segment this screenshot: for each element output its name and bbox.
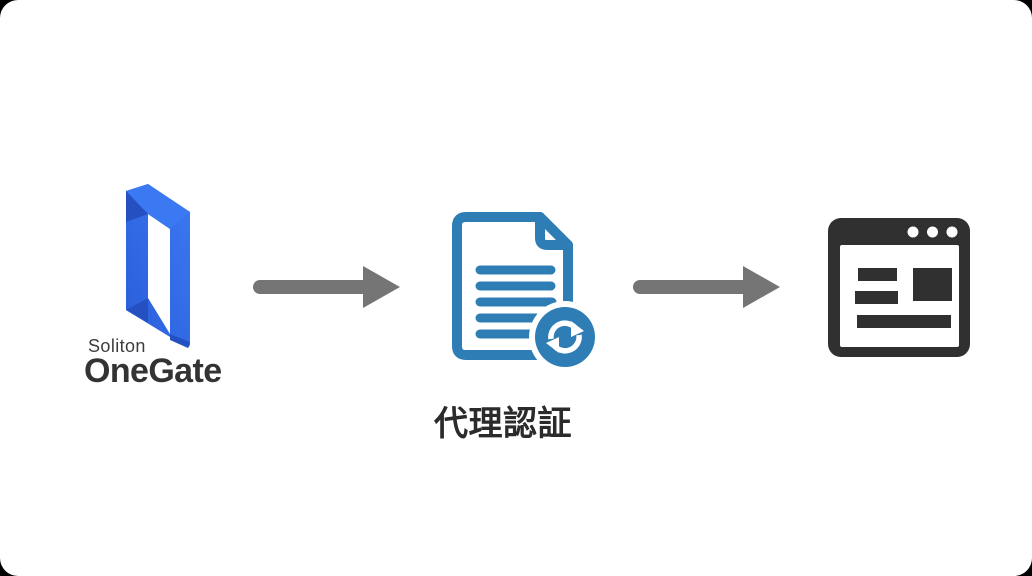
proxy-auth-label: 代理認証 [434,405,572,443]
logo-product-text: OneGate [84,352,222,390]
sync-badge [529,301,601,373]
onegate-logo-icon [126,184,190,348]
arrow-right-icon [633,266,780,308]
browser-window-icon [828,218,970,357]
window-dots [907,226,958,238]
document-sync-icon [452,212,601,373]
soliton-onegate-logo: Soliton OneGate [0,0,260,420]
arrow-right-icon [253,266,400,308]
logo-brand-text: Soliton [88,336,146,356]
